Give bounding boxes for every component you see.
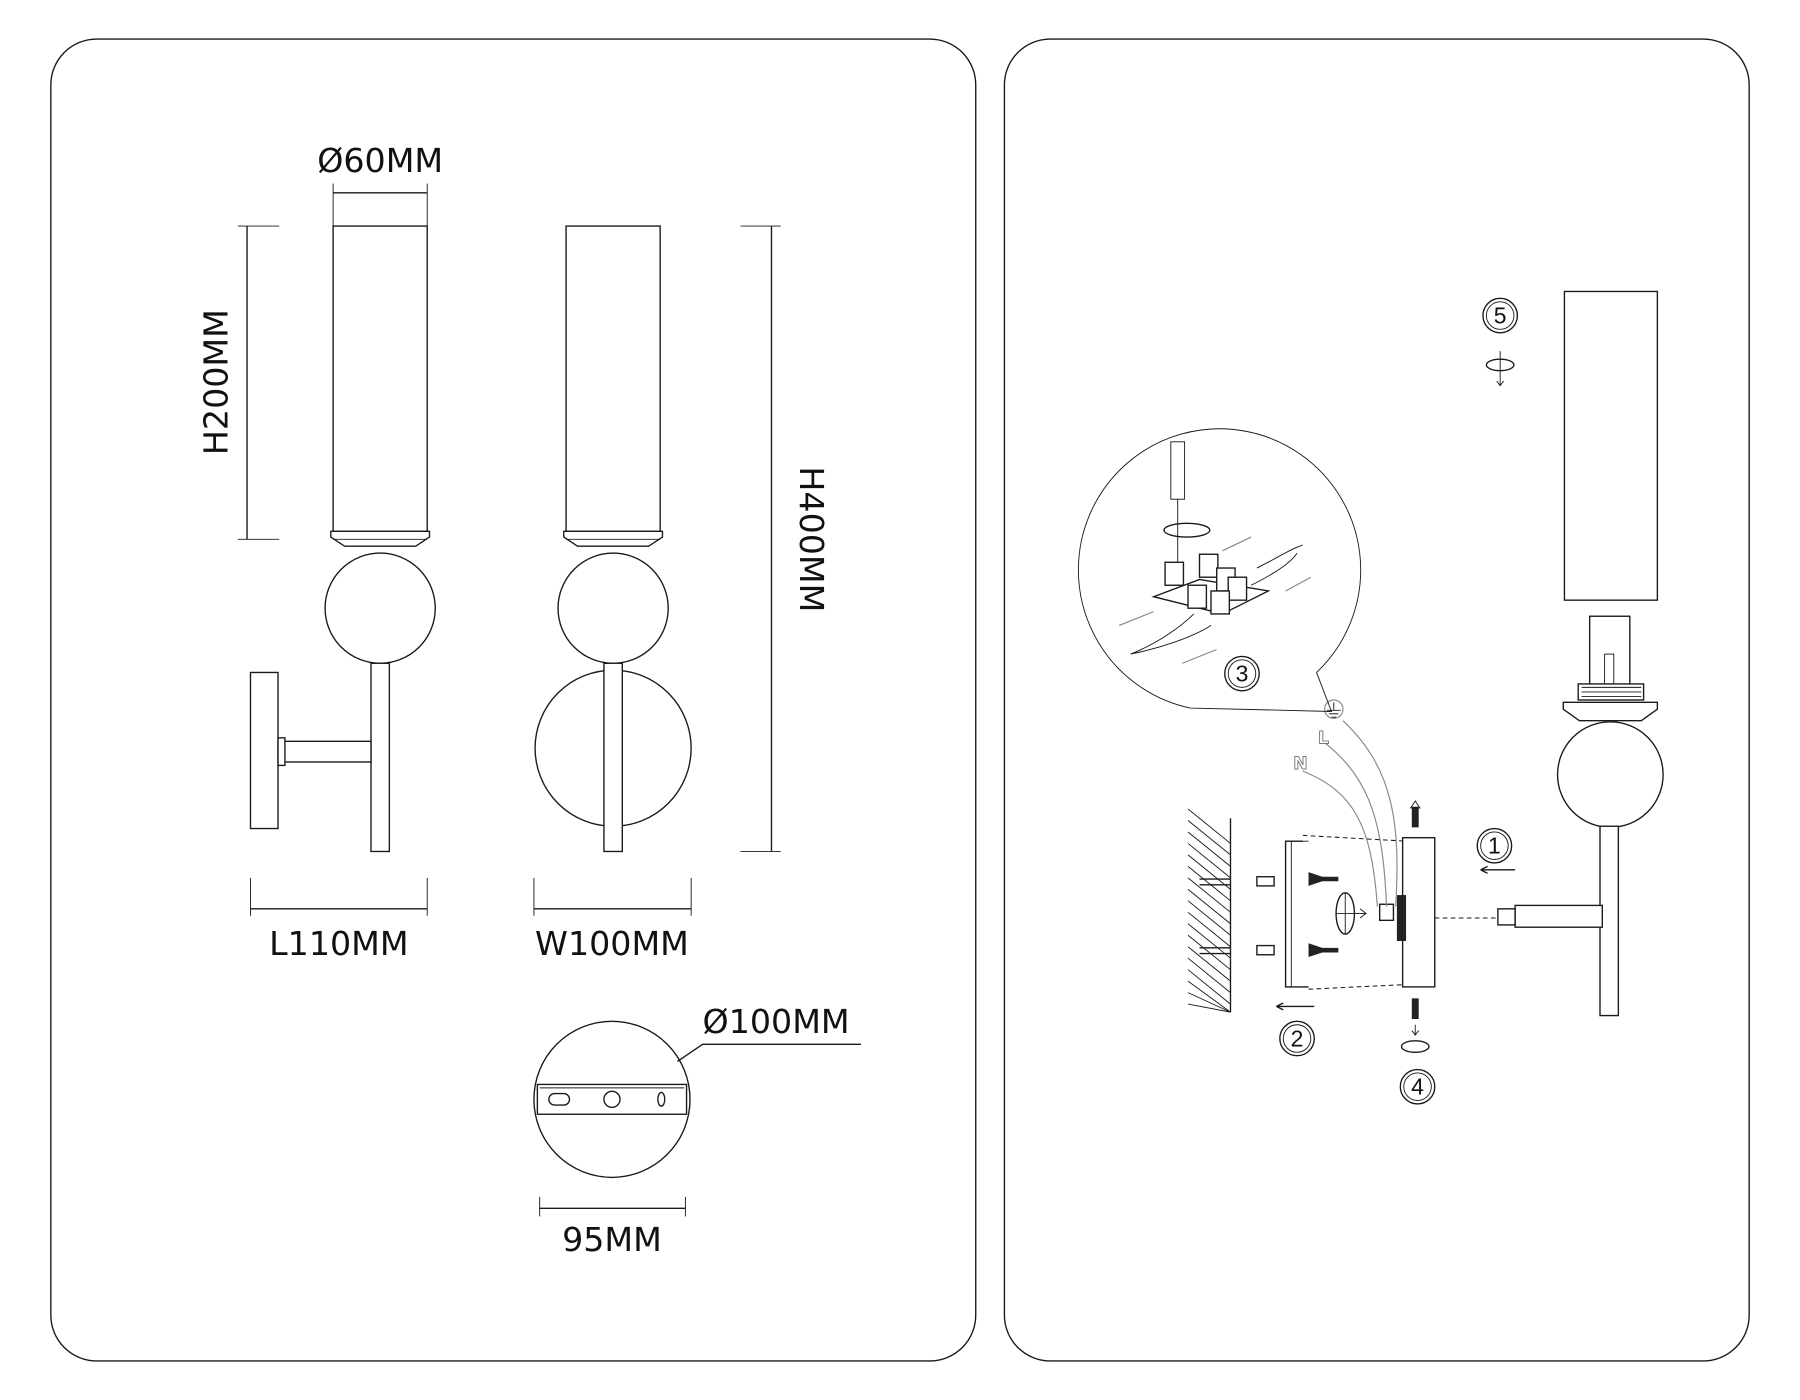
shade-diameter-label: Ø60MM: [317, 141, 443, 180]
shade-diameter-dimension: Ø60MM: [317, 141, 443, 227]
wall-hatch-line: [1187, 980, 1231, 1013]
total-height-dimension: H400MM: [740, 225, 831, 852]
width-dimension: W100MM: [533, 877, 692, 963]
wall-hatch-line: [1187, 831, 1231, 867]
wall-hatch-line: [1187, 877, 1231, 913]
lamp-exploded: [1497, 290, 1664, 1017]
wall-hatch-line: [1187, 923, 1231, 959]
installation-panel: [1003, 38, 1750, 1362]
wall-hatch-line: [1187, 888, 1231, 925]
shade-height-dimension: H200MM: [197, 225, 280, 540]
step-3-marker: 3: [1224, 655, 1260, 692]
svg-text:5: 5: [1494, 303, 1507, 329]
wall-hatch-line: [1187, 820, 1231, 856]
backplate-diameter-label: Ø100MM: [703, 1002, 850, 1041]
wall-hatch-line: [1187, 911, 1231, 948]
shade-height-label: H200MM: [197, 309, 236, 455]
length-dimension: L110MM: [250, 877, 428, 963]
wall-hatch-line: [1187, 934, 1231, 971]
wall-hatch-line: [1187, 866, 1231, 902]
wall-hatch-line: [1187, 946, 1231, 982]
svg-text:3: 3: [1236, 661, 1249, 687]
wall-hatch-line: [1187, 957, 1231, 993]
step-1-marker: 1: [1476, 827, 1513, 864]
svg-text:1: 1: [1488, 833, 1501, 859]
svg-text:4: 4: [1411, 1074, 1424, 1100]
neutral-wire-label: N: [1293, 754, 1307, 774]
step-5-marker: 5: [1482, 297, 1519, 334]
step-4-marker: 4: [1399, 1068, 1436, 1105]
wall-hatch-line: [1187, 900, 1231, 936]
width-label: W100MM: [535, 924, 689, 963]
mounting-bar-label: 95MM: [562, 1220, 662, 1259]
wall-hatch-line: [1187, 808, 1231, 844]
wall-hatch-line: [1187, 854, 1231, 890]
wall-hatch-line: [1187, 969, 1231, 1005]
step-2-marker: 2: [1279, 1020, 1315, 1057]
wall: [1187, 808, 1232, 1013]
live-wire-label: L: [1318, 729, 1329, 749]
wiring-detail-callout: [1078, 428, 1362, 712]
svg-text:2: 2: [1291, 1026, 1304, 1052]
front-view: [534, 225, 692, 853]
step-markers: 1 2 3 4 5: [1224, 297, 1519, 1105]
backplate-view: Ø100MM 95MM: [533, 1002, 861, 1259]
wall-hatch-line: [1187, 1003, 1231, 1013]
side-view: [249, 225, 436, 853]
dimensions-panel: [50, 38, 977, 1362]
total-height-label: H400MM: [792, 466, 831, 612]
mounting-hardware: [1256, 351, 1516, 1053]
wall-hatch-line: [1187, 992, 1231, 1013]
wires: L N: [1293, 699, 1398, 907]
length-label: L110MM: [269, 924, 408, 963]
wall-hatch-line: [1187, 843, 1231, 879]
